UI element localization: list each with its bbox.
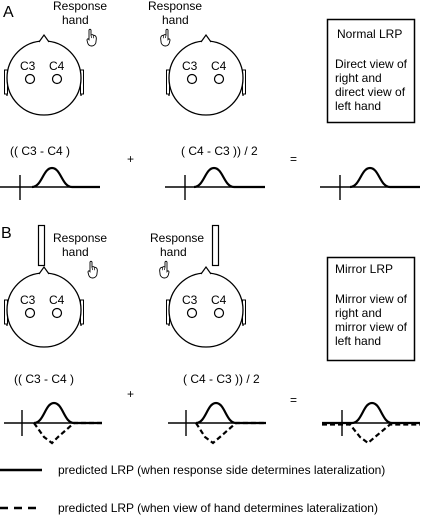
panel-a-letter: A <box>3 4 14 21</box>
response-hand-label: hand <box>62 13 89 27</box>
response-hand-label: hand <box>160 245 187 259</box>
response-hand-label: hand <box>162 13 189 27</box>
electrode-c4 <box>51 307 63 319</box>
electrode-c4-label: C4 <box>49 59 65 73</box>
box-line: left hand <box>335 99 381 113</box>
electrode-c3-label: C3 <box>20 293 36 307</box>
box-line: right and <box>335 71 382 85</box>
electrode-c4 <box>51 73 63 85</box>
waveform-a2 <box>165 166 265 200</box>
electrode-c4-label: C4 <box>211 59 227 73</box>
legend-dashed-label: predicted LRP (when view of hand determi… <box>58 501 378 515</box>
response-hand-label: Response <box>148 0 202 13</box>
head-diagram-b-left <box>4 265 84 348</box>
head-diagram-a-right <box>166 33 246 116</box>
box-title: Mirror LRP <box>335 262 393 276</box>
panel-b-letter: B <box>1 225 12 242</box>
response-hand-label: Response <box>53 231 107 245</box>
mirror-lrp-box <box>326 256 416 362</box>
legend-solid-label: predicted LRP (when response side determ… <box>58 463 385 477</box>
box-line: mirror view of <box>335 320 408 334</box>
formula-right: ( C4 - C3 )) / 2 <box>183 372 260 386</box>
electrode-c3-label: C3 <box>182 59 198 73</box>
formula-plus: + <box>127 152 134 166</box>
box-line: Direct view of <box>335 57 408 71</box>
formula-plus: + <box>127 387 134 401</box>
electrode-c4 <box>213 73 225 85</box>
response-hand-label: hand <box>62 245 89 259</box>
box-title: Normal LRP <box>337 27 402 41</box>
formula-equals: = <box>290 393 297 407</box>
electrode-c4-label: C4 <box>211 293 227 307</box>
electrode-c3 <box>24 73 36 85</box>
box-line: Mirror view of <box>335 292 408 306</box>
waveform-a3 <box>320 166 420 200</box>
mirror-left <box>37 224 46 267</box>
formula-left: (( C3 - C4 ) <box>14 372 74 386</box>
right-hand-icon <box>87 260 98 279</box>
formula-right: ( C4 - C3 )) / 2 <box>181 144 258 158</box>
mirror-right <box>211 224 220 267</box>
head-diagram-b-right <box>166 265 246 348</box>
box-line: left hand <box>335 334 381 348</box>
electrode-c3 <box>24 307 36 319</box>
formula-equals: = <box>290 152 297 166</box>
box-line: direct view of <box>335 85 406 99</box>
waveform-b1 <box>4 401 102 445</box>
response-hand-label: Response <box>53 0 107 13</box>
response-hand-label: Response <box>150 231 204 245</box>
head-diagram-a-left <box>4 33 84 116</box>
right-hand-icon <box>86 28 97 47</box>
electrode-c3 <box>186 73 198 85</box>
left-hand-icon <box>160 28 171 47</box>
normal-lrp-box <box>326 18 416 124</box>
waveform-b2 <box>168 401 266 445</box>
waveform-b3 <box>322 401 420 445</box>
left-hand-icon <box>159 260 170 279</box>
electrode-c4-label: C4 <box>49 293 65 307</box>
formula-left: (( C3 - C4 ) <box>10 144 70 158</box>
electrode-c3-label: C3 <box>20 59 36 73</box>
electrode-c4 <box>213 307 225 319</box>
electrode-c3-label: C3 <box>182 293 198 307</box>
waveform-a1 <box>0 166 100 200</box>
box-line: right and <box>335 306 382 320</box>
electrode-c3 <box>186 307 198 319</box>
